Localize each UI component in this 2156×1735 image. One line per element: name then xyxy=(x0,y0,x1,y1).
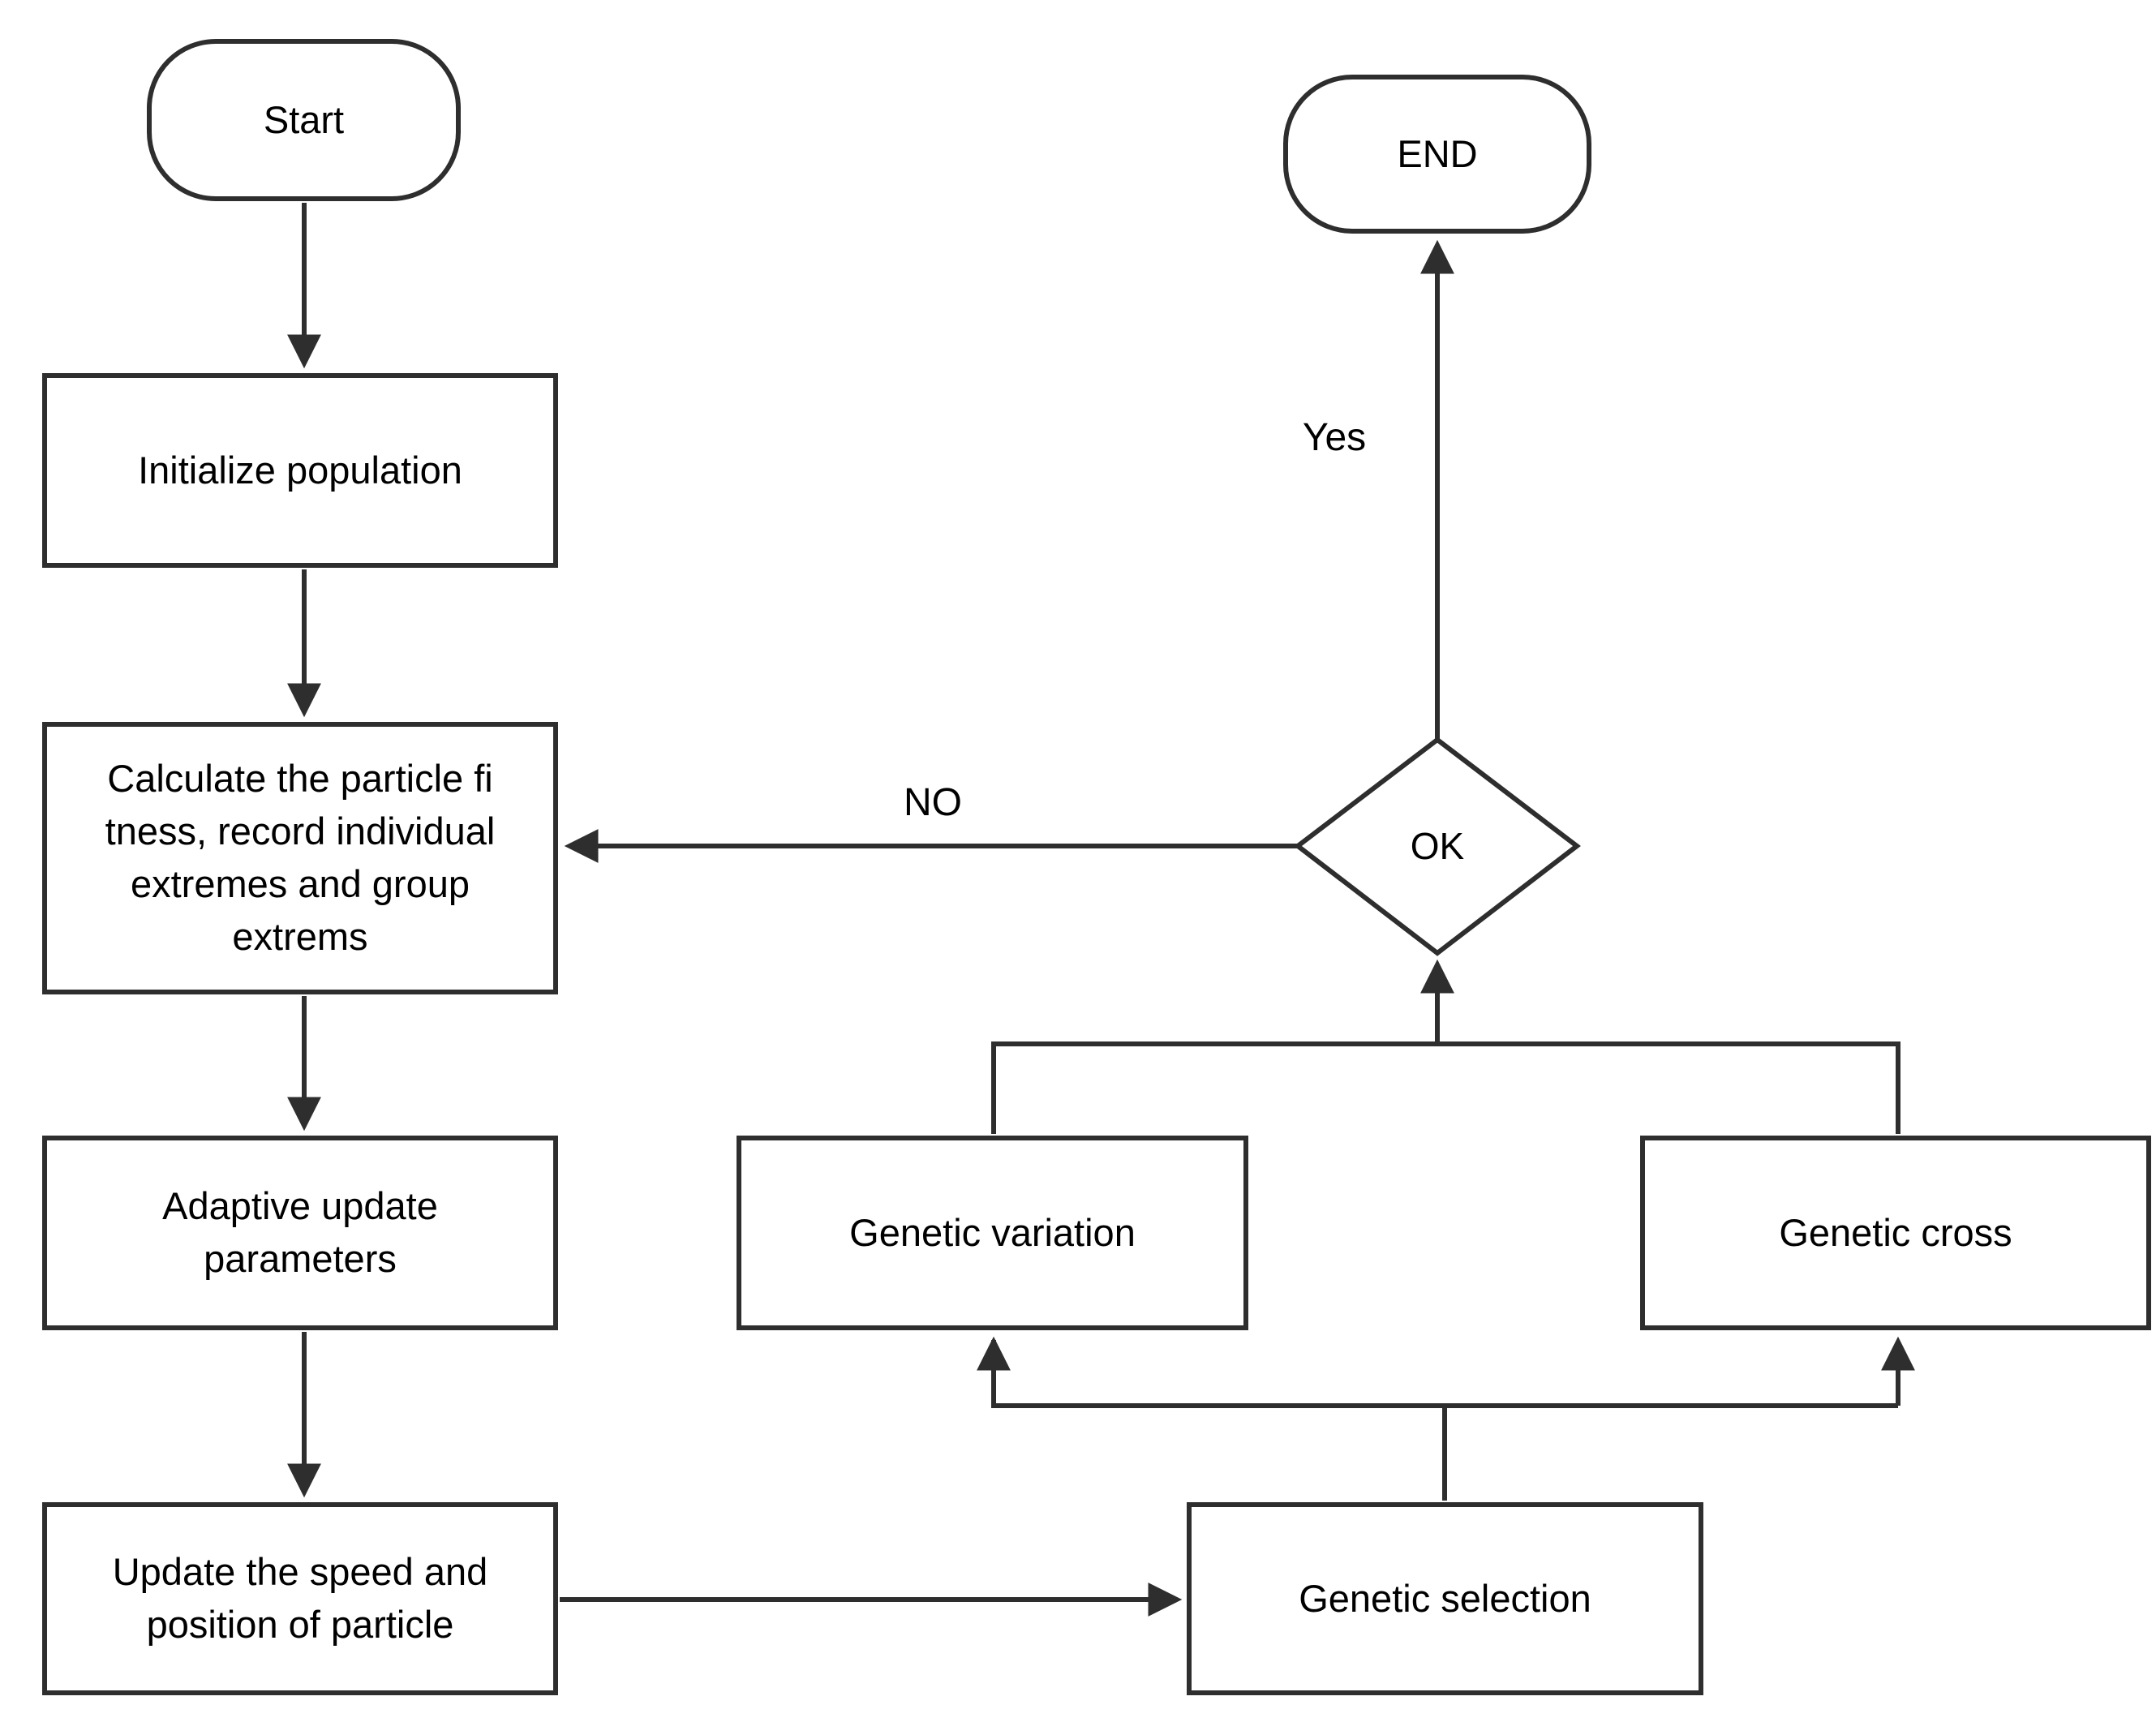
edge-selection-split xyxy=(991,1340,1447,1501)
start-terminal: Start xyxy=(147,39,461,201)
initialize-population-label: Initialize population xyxy=(138,448,462,492)
adaptive-update-line: parameters xyxy=(204,1237,397,1280)
calculate-fitness-box: Calculate the particle fi tness, record … xyxy=(42,722,558,994)
genetic-selection-label: Genetic selection xyxy=(1299,1576,1591,1620)
genetic-selection-box: Genetic selection xyxy=(1187,1502,1703,1695)
edge-label-no: NO xyxy=(904,781,962,824)
genetic-cross-label: Genetic cross xyxy=(1779,1210,2012,1254)
calculate-fitness-line: Calculate the particle fi xyxy=(107,757,493,801)
calculate-fitness-line: extremes and group xyxy=(130,862,470,905)
edge-label-yes: Yes xyxy=(1302,416,1367,459)
update-speed-line: position of particle xyxy=(146,1603,454,1646)
end-label: END xyxy=(1397,131,1478,175)
edge-variation-merge xyxy=(991,1041,1900,1134)
update-speed-line: Update the speed and xyxy=(112,1550,488,1594)
genetic-variation-box: Genetic variation xyxy=(737,1136,1248,1330)
decision-diamond-shape xyxy=(1294,737,1581,956)
update-speed-position-box: Update the speed and position of particl… xyxy=(42,1502,558,1695)
genetic-variation-label: Genetic variation xyxy=(849,1210,1136,1254)
initialize-population-box: Initialize population xyxy=(42,373,558,568)
calculate-fitness-line: tness, record individual xyxy=(105,810,496,853)
decision-ok-label: OK xyxy=(1410,825,1465,867)
genetic-cross-box: Genetic cross xyxy=(1640,1136,2151,1330)
start-label: Start xyxy=(263,97,345,141)
end-terminal: END xyxy=(1283,75,1591,234)
calculate-fitness-line: extrems xyxy=(232,914,368,958)
adaptive-update-box: Adaptive update parameters xyxy=(42,1136,558,1330)
adaptive-update-line: Adaptive update xyxy=(162,1184,438,1228)
